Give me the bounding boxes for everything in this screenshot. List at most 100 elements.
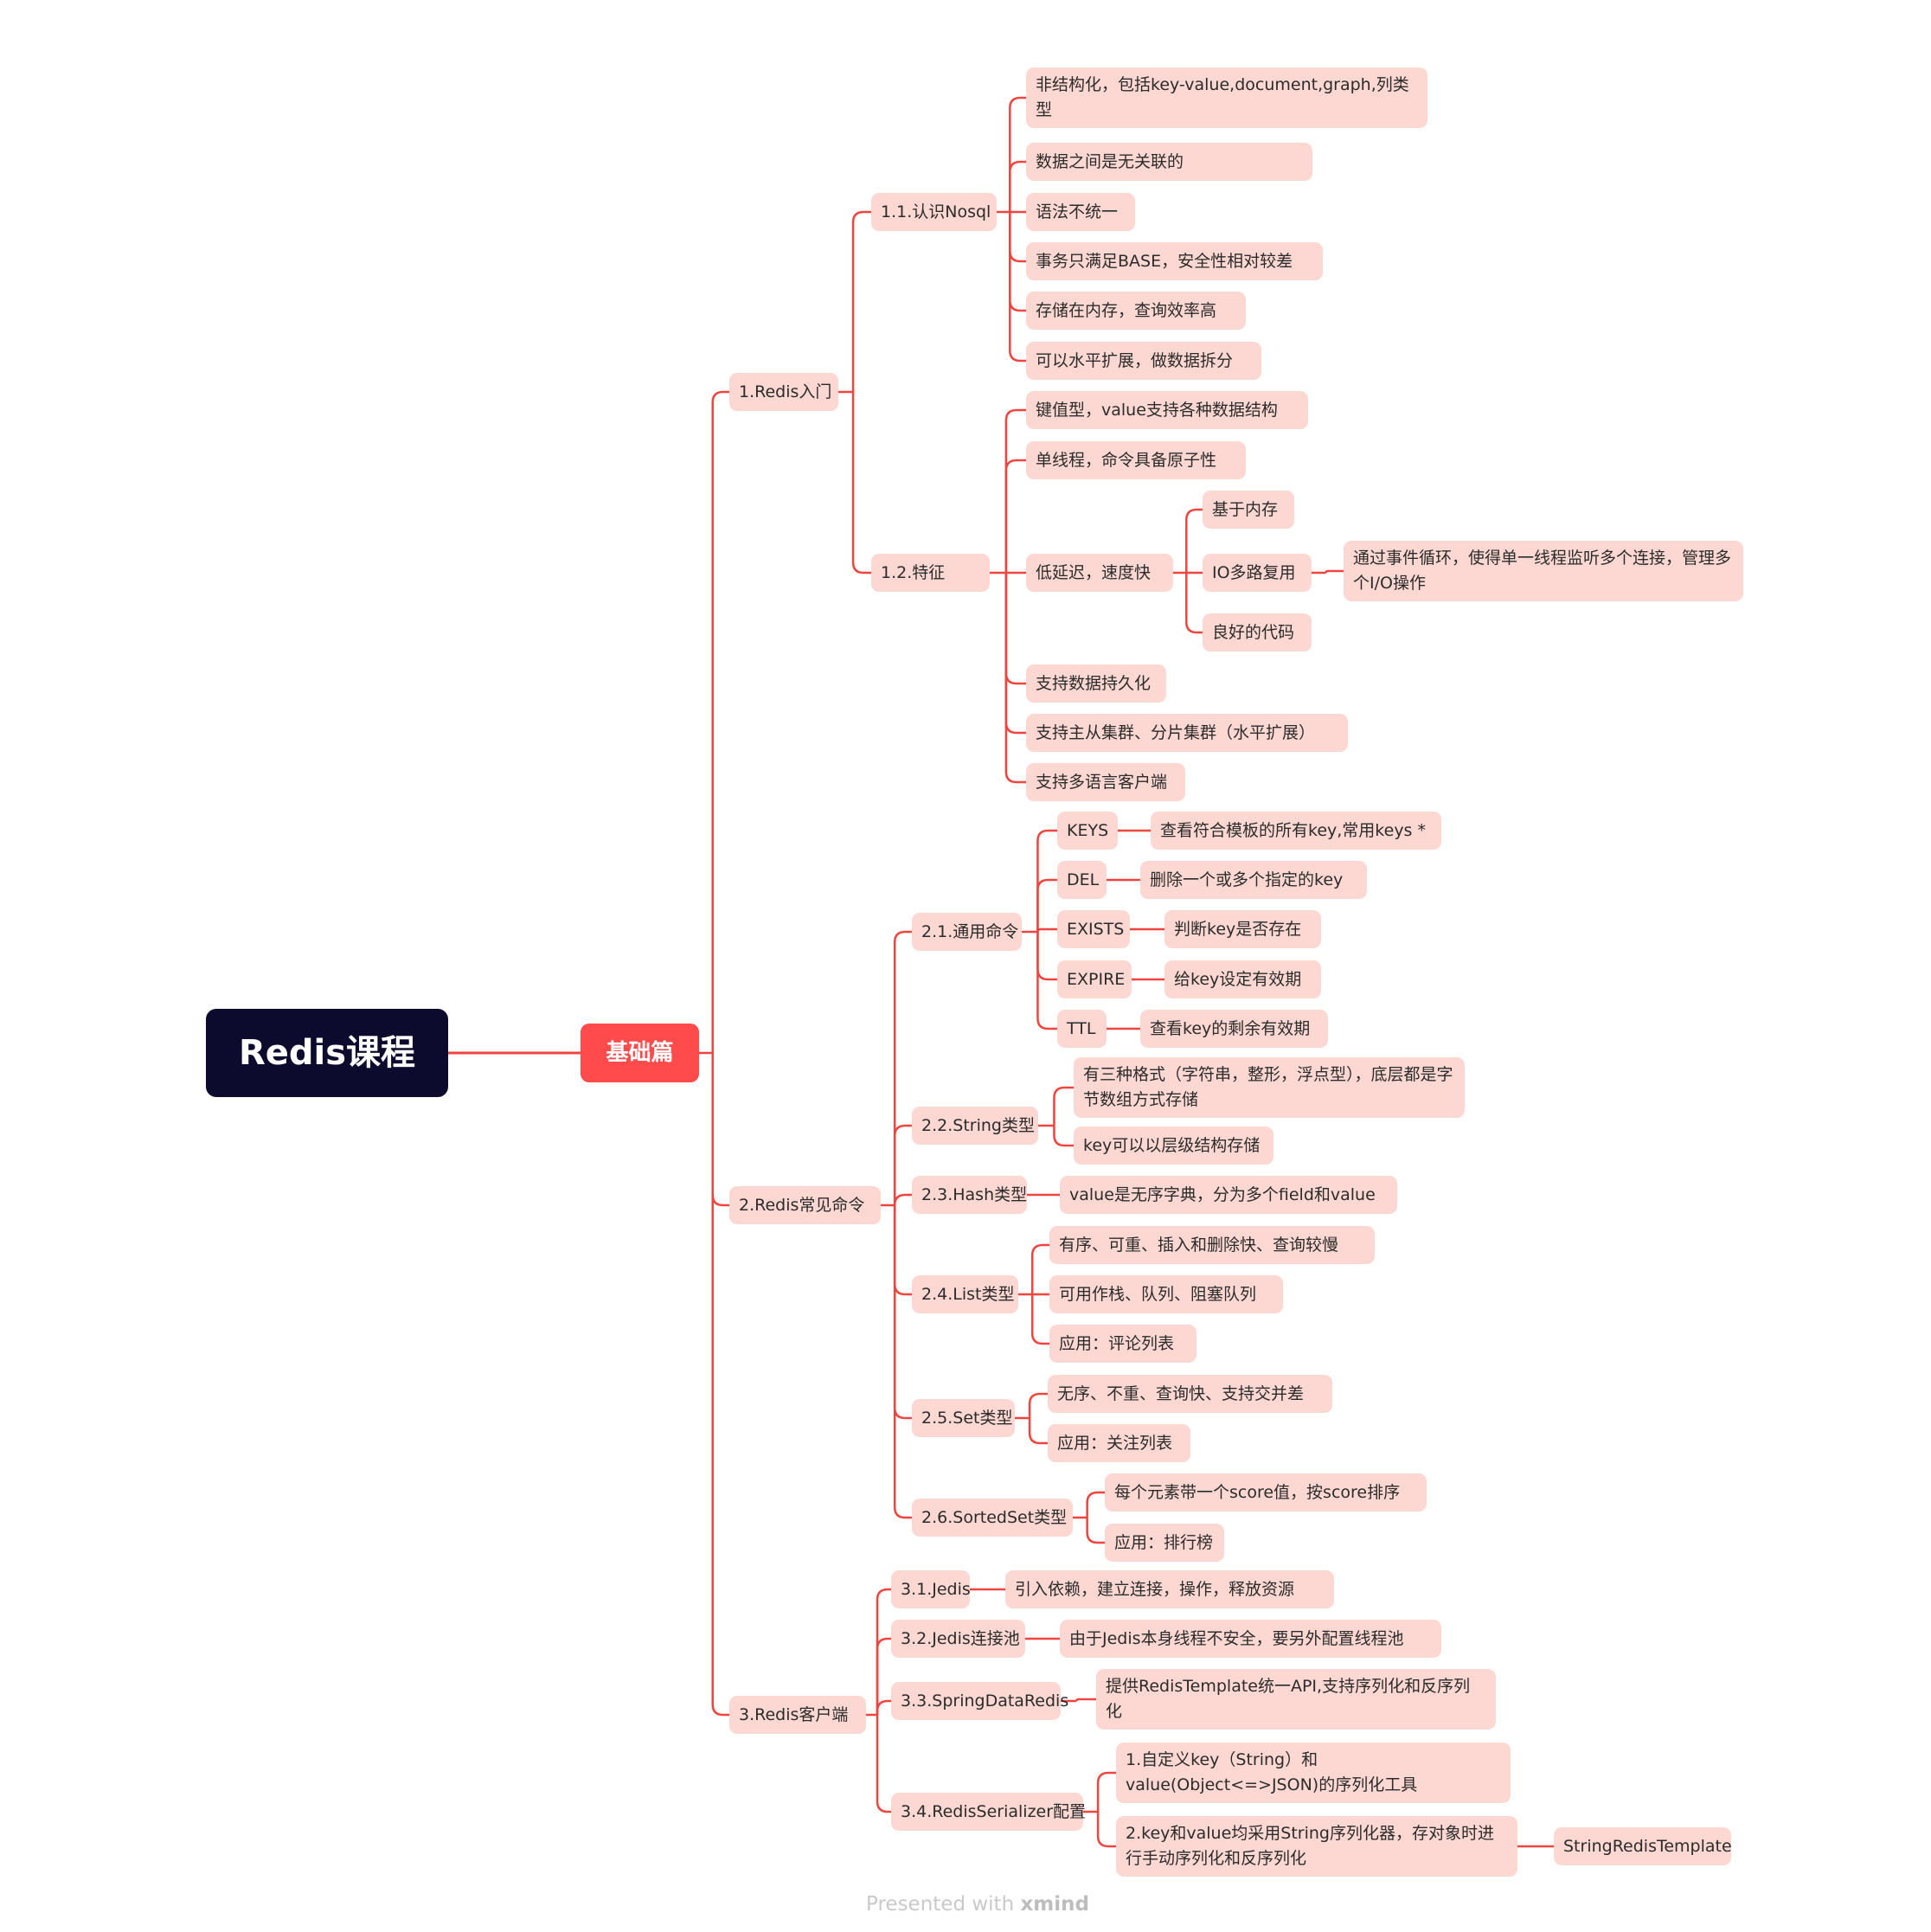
leaf-jedis-pool[interactable]: 由于Jedis本身线程不安全，要另外配置线程池 [1060,1620,1441,1658]
connector [1053,1126,1074,1147]
cmd-exists[interactable]: EXISTS [1057,910,1130,948]
connector [1004,459,1026,573]
footer-presented-with: Presented with xmind [865,1893,1090,1916]
cmd-keys[interactable]: KEYS [1057,812,1118,850]
connector [876,1699,891,1715]
topic-redis-commands[interactable]: 2.Redis常见命令 [729,1186,881,1224]
leaf-nosql-syntax[interactable]: 语法不统一 [1026,193,1135,231]
cmd-expire-desc[interactable]: 给key设定有效期 [1164,960,1321,998]
connector [1036,932,1057,981]
leaf-nosql-scale[interactable]: 可以水平扩展，做数据拆分 [1026,342,1261,380]
root-node[interactable]: Redis课程 [206,1009,448,1097]
cmd-del[interactable]: DEL [1057,861,1107,899]
connector [893,1205,912,1420]
connector [1096,1812,1116,1848]
leaf-custom-serializer[interactable]: 1.自定义key（String）和value(Object<=>JSON)的序列… [1116,1743,1511,1803]
subtopic-hash[interactable]: 2.3.Hash类型 [912,1176,1027,1214]
leaf-feature-low-latency[interactable]: 低延迟，速度快 [1026,554,1173,592]
leaf-set-unordered[interactable]: 无序、不重、查询快、支持交并差 [1048,1375,1332,1413]
leaf-memory-based[interactable]: 基于内存 [1203,491,1294,529]
connector [1086,1518,1105,1544]
leaf-list-ordered[interactable]: 有序、可重、插入和删除快、查询较慢 [1049,1226,1375,1264]
leaf-feature-cluster[interactable]: 支持主从集群、分片集群（水平扩展） [1026,714,1348,752]
cmd-exists-desc[interactable]: 判断key是否存在 [1164,910,1321,948]
connector [1036,878,1057,932]
leaf-string-formats[interactable]: 有三种格式（字符串，整形，浮点型），底层都是字节数组方式存储 [1074,1057,1465,1118]
connector [1004,573,1026,735]
subtopic-set[interactable]: 2.5.Set类型 [912,1399,1015,1437]
xmind-logo: xmind [1020,1893,1089,1916]
connector [893,1205,912,1519]
connector [1086,1491,1105,1518]
connector [1004,573,1026,685]
subtopic-string[interactable]: 2.2.String类型 [912,1107,1038,1145]
connector [1036,932,1057,1030]
connector [1075,1698,1096,1702]
leaf-redistemplate[interactable]: 提供RedisTemplate统一API,支持序列化和反序列化 [1096,1669,1496,1730]
subtopic-general-commands[interactable]: 2.1.通用命令 [912,913,1022,951]
subtopic-redisserializer[interactable]: 3.4.RedisSerializer配置 [891,1793,1086,1831]
leaf-list-app[interactable]: 应用：评论列表 [1049,1325,1196,1363]
connector [893,1205,912,1296]
leaf-io-multiplexing[interactable]: IO多路复用 [1203,554,1312,592]
connector [1036,829,1057,932]
leaf-nosql-no-relation[interactable]: 数据之间是无关联的 [1026,143,1312,181]
subtopic-jedis-pool[interactable]: 3.2.Jedis连接池 [891,1620,1025,1658]
connector [1009,96,1026,212]
connector [1004,573,1026,784]
leaf-feature-multilang[interactable]: 支持多语言客户端 [1026,763,1185,801]
leaf-hash-desc[interactable]: value是无序字典，分为多个field和value [1060,1176,1397,1214]
connector [1009,212,1026,363]
connector [711,390,729,1053]
connector [1028,1418,1048,1445]
leaf-good-code[interactable]: 良好的代码 [1203,613,1312,651]
subtopic-sortedset[interactable]: 2.6.SortedSet类型 [912,1499,1073,1537]
leaf-feature-kv[interactable]: 键值型，value支持各种数据结构 [1026,391,1308,429]
topic-redis-client[interactable]: 3.Redis客户端 [729,1696,866,1734]
connector [876,1637,891,1715]
connector [1185,508,1203,573]
connector [1009,212,1026,263]
leaf-feature-single-thread[interactable]: 单线程，命令具备原子性 [1026,441,1246,479]
connector [851,210,871,392]
connector [893,1124,912,1205]
leaf-zset-app[interactable]: 应用：排行榜 [1105,1524,1224,1562]
leaf-string-hierarchy[interactable]: key可以以层级结构存储 [1074,1126,1273,1165]
subtopic-nosql[interactable]: 1.1.认识Nosql [871,193,997,231]
connector [711,1053,729,1717]
connector [1325,569,1344,574]
leaf-jedis-steps[interactable]: 引入依赖，建立连接，操作，释放资源 [1005,1570,1334,1608]
connector [1185,573,1203,634]
leaf-list-usage[interactable]: 可用作栈、队列、阻塞队列 [1049,1275,1283,1313]
connector [876,1715,891,1813]
leaf-nosql-base[interactable]: 事务只满足BASE，安全性相对较差 [1026,242,1323,280]
topic-redis-intro[interactable]: 1.Redis入门 [729,373,838,411]
leaf-event-loop[interactable]: 通过事件循环，使得单一线程监听多个连接，管理多个I/O操作 [1344,541,1743,601]
connector [876,1588,891,1715]
cmd-expire[interactable]: EXPIRE [1057,960,1132,998]
connector [1096,1771,1116,1812]
cmd-keys-desc[interactable]: 查看符合模板的所有key,常用keys * [1151,812,1441,850]
cmd-del-desc[interactable]: 删除一个或多个指定的key [1140,861,1367,899]
connector [1036,927,1057,933]
connector [1009,160,1026,212]
cmd-ttl-desc[interactable]: 查看key的剩余有效期 [1140,1010,1328,1048]
leaf-stringredistemplate[interactable]: StringRedisTemplate [1554,1827,1732,1865]
leaf-zset-score[interactable]: 每个元素带一个score值，按score排序 [1105,1473,1427,1512]
subtopic-list[interactable]: 2.4.List类型 [912,1275,1018,1313]
leaf-string-serializer[interactable]: 2.key和value均采用String序列化器，存对象时进行手动序列化和反序列… [1116,1816,1517,1877]
leaf-nosql-unstructured[interactable]: 非结构化，包括key-value,document,graph,列类型 [1026,67,1427,128]
connector [1004,408,1026,573]
main-topic-basics[interactable]: 基础篇 [581,1024,699,1082]
connector [893,1193,912,1206]
leaf-nosql-memory[interactable]: 存储在内存，查询效率高 [1026,292,1246,330]
connector [893,930,912,1205]
connector [711,1053,729,1207]
subtopic-features[interactable]: 1.2.特征 [871,554,990,592]
subtopic-jedis[interactable]: 3.1.Jedis [891,1570,971,1608]
cmd-ttl[interactable]: TTL [1057,1010,1107,1048]
leaf-set-app[interactable]: 应用：关注列表 [1048,1424,1190,1462]
subtopic-springdataredis[interactable]: 3.3.SpringDataRedis [891,1682,1068,1720]
leaf-feature-persistence[interactable]: 支持数据持久化 [1026,664,1166,703]
